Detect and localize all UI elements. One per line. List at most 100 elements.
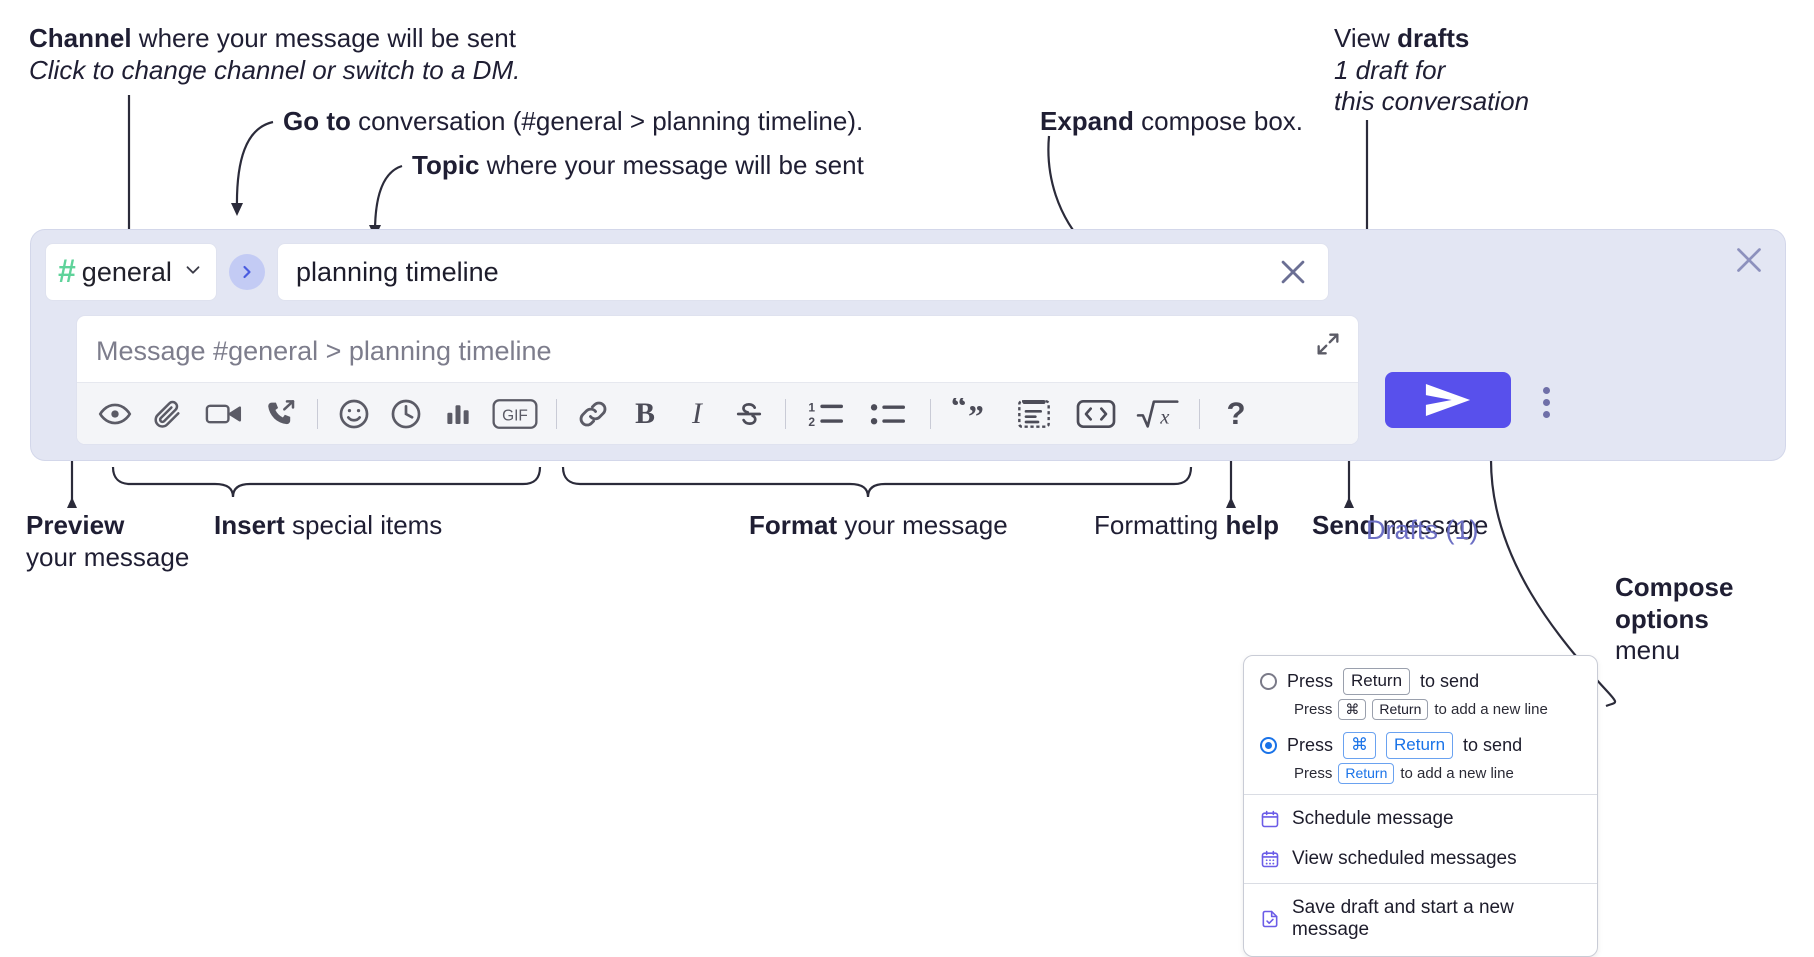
radio-button-selected[interactable] xyxy=(1260,736,1277,754)
svg-text:2: 2 xyxy=(808,415,815,429)
expand-diagonal-icon[interactable] xyxy=(1314,330,1342,363)
key-return: Return xyxy=(1338,762,1395,784)
svg-text:“: “ xyxy=(951,398,967,424)
emoji-icon[interactable] xyxy=(328,388,380,440)
close-icon[interactable] xyxy=(1731,242,1767,283)
annotation-drafts: View drafts 1 draft for this conversatio… xyxy=(1334,23,1529,118)
topic-value: planning timeline xyxy=(296,256,499,287)
menu-item-save-draft[interactable]: Save draft and start a new message xyxy=(1244,888,1597,950)
topic-input[interactable]: planning timeline xyxy=(277,243,1329,301)
annotation-help-bold: help xyxy=(1225,510,1279,540)
bold-icon[interactable]: B xyxy=(619,388,671,440)
calendar-grid-icon xyxy=(1260,849,1280,869)
annotation-drafts-line2: 1 draft for xyxy=(1334,54,1446,85)
annotation-insert: Insert special items xyxy=(214,510,442,542)
svg-text:1: 1 xyxy=(808,400,815,414)
annotation-drafts-bold: drafts xyxy=(1397,23,1470,53)
gif-icon[interactable]: GIF xyxy=(484,388,546,440)
annotation-preview-rest: your message xyxy=(26,541,190,572)
annotation-topic: Topic where your message will be sent xyxy=(412,150,864,182)
annotation-expand-bold: Expand xyxy=(1040,106,1134,136)
radio1-sub-post: to add a new line xyxy=(1434,700,1548,718)
annotation-topic-rest: where your message will be sent xyxy=(479,150,864,180)
annotation-compose-options: Compose options menu xyxy=(1615,572,1733,667)
bar-chart-icon[interactable] xyxy=(432,388,484,440)
radio-option-cmd-return[interactable]: Press ⌘ Return to send xyxy=(1244,730,1597,761)
radio-button[interactable] xyxy=(1260,672,1277,690)
annotation-format-bold: Format xyxy=(749,510,838,540)
svg-text:I: I xyxy=(691,397,704,430)
annotation-preview: Preview your message xyxy=(26,510,189,573)
annotation-help: Formatting help xyxy=(1094,510,1279,542)
link-icon[interactable] xyxy=(567,388,619,440)
clock-icon[interactable] xyxy=(380,388,432,440)
annotation-drafts-pre: View xyxy=(1334,23,1398,53)
annotation-send-bold: Send xyxy=(1312,510,1376,540)
divider xyxy=(930,398,931,429)
math-icon[interactable]: x xyxy=(1127,388,1189,440)
radio1-pre: Press xyxy=(1287,670,1334,691)
annotation-send-rest: message xyxy=(1375,510,1489,540)
strikethrough-icon[interactable] xyxy=(723,388,775,440)
svg-text:”: ” xyxy=(968,399,984,430)
annotation-channel-sub: Click to change channel or switch to a D… xyxy=(29,54,521,85)
annotation-insert-rest: special items xyxy=(284,510,443,540)
svg-text:GIF: GIF xyxy=(502,407,528,424)
calendar-icon xyxy=(1260,809,1280,829)
goto-conversation-button[interactable] xyxy=(229,254,265,290)
channel-selector[interactable]: # general xyxy=(45,243,217,301)
annotation-channel-rest: where your message will be sent xyxy=(131,23,516,53)
compose-options-menu: Press Return to send Press ⌘ Return to a… xyxy=(1243,655,1598,957)
annotation-drafts-line3: this conversation xyxy=(1334,86,1530,117)
key-return: Return xyxy=(1343,668,1411,695)
preview-icon[interactable] xyxy=(89,388,141,440)
formatting-toolbar: GIF B I 1 2 xyxy=(77,382,1358,444)
annotation-preview-bold: Preview xyxy=(26,510,125,540)
radio2-subtext: Press Return to add a new line xyxy=(1244,761,1597,786)
annotation-format-rest: your message xyxy=(837,510,1008,540)
menu-item-view-scheduled[interactable]: View scheduled messages xyxy=(1244,839,1597,879)
divider xyxy=(785,398,786,429)
annotation-insert-bold: Insert xyxy=(214,510,285,540)
annotation-help-pre: Formatting xyxy=(1094,510,1226,540)
message-placeholder: Message #general > planning timeline xyxy=(96,336,552,366)
annotation-channel: Channel where your message will be sent … xyxy=(29,23,520,86)
radio-option-return[interactable]: Press Return to send xyxy=(1244,666,1597,697)
blockquote-icon[interactable]: “ ” xyxy=(941,388,1003,440)
radio1-sub-pre: Press xyxy=(1294,700,1333,718)
annotation-format: Format your message xyxy=(749,510,1008,542)
drafts-link[interactable]: Drafts (1) xyxy=(1366,515,1479,545)
help-icon[interactable]: ? xyxy=(1210,388,1262,440)
inline-code-icon[interactable] xyxy=(1065,388,1127,440)
annotation-expand-rest: compose box. xyxy=(1133,106,1304,136)
message-editor[interactable]: Message #general > planning timeline xyxy=(76,315,1359,445)
topic-row: # general planning timeline xyxy=(45,243,1329,301)
menu-item-schedule-message[interactable]: Schedule message xyxy=(1244,799,1597,839)
key-return: Return xyxy=(1372,698,1429,720)
key-return: Return xyxy=(1386,731,1454,759)
kebab-menu-icon[interactable] xyxy=(1531,382,1561,422)
radio1-post: to send xyxy=(1420,670,1480,691)
close-icon[interactable] xyxy=(1276,255,1310,289)
annotation-send: Send message xyxy=(1312,510,1488,542)
annotation-goto: Go to conversation (#general > planning … xyxy=(283,106,863,138)
annotation-goto-rest: conversation (#general > planning timeli… xyxy=(350,106,864,136)
annotation-goto-bold: Go to xyxy=(283,106,351,136)
chevron-down-icon xyxy=(182,259,204,286)
video-camera-icon[interactable] xyxy=(193,388,255,440)
menu-item-label: View scheduled messages xyxy=(1292,847,1517,869)
code-block-icon[interactable] xyxy=(1003,388,1065,440)
send-button[interactable] xyxy=(1385,372,1511,428)
hash-icon: # xyxy=(58,253,76,289)
attachment-icon[interactable] xyxy=(141,388,193,440)
annotation-co-line2: options xyxy=(1615,603,1709,634)
key-cmd: ⌘ xyxy=(1343,731,1377,759)
divider xyxy=(317,398,318,429)
menu-item-label: Save draft and start a new message xyxy=(1292,896,1514,940)
bullet-list-icon[interactable] xyxy=(858,388,920,440)
ordered-list-icon[interactable]: 1 2 xyxy=(796,388,858,440)
italic-icon[interactable]: I xyxy=(671,388,723,440)
radio2-post: to send xyxy=(1463,734,1523,755)
annotation-co-line1: Compose xyxy=(1615,572,1734,602)
phone-forward-icon[interactable] xyxy=(255,388,307,440)
